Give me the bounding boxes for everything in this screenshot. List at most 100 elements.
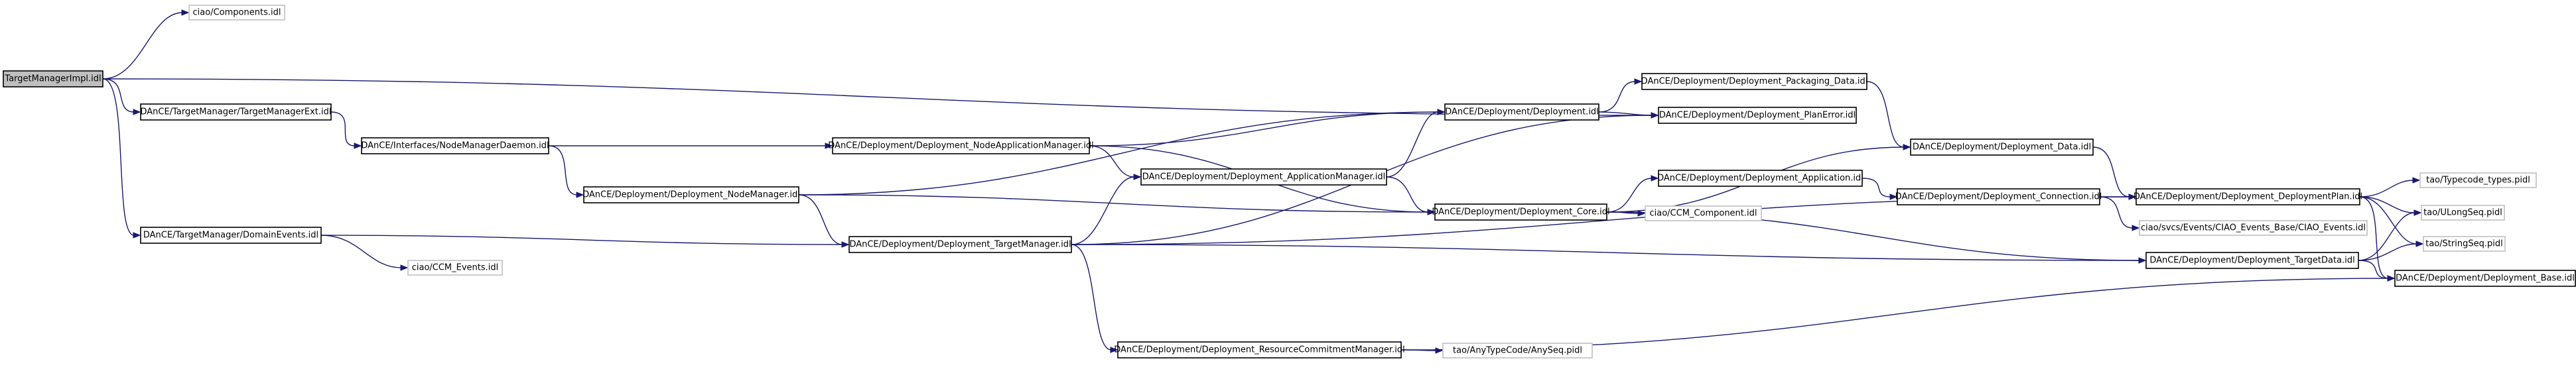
node-box <box>3 70 103 87</box>
edge-line <box>2092 146 2130 197</box>
node-label: DAnCE/Deployment/Deployment_TargetData.i… <box>2149 256 2354 266</box>
edge-arrowhead <box>1427 209 1436 215</box>
node-node_application_manager[interactable]: DAnCE/Deployment/Deployment_NodeApplicat… <box>828 137 1094 154</box>
edge-target_data-to-deployment_base <box>2358 260 2396 282</box>
node-label: tao/ULongSeq.pidl <box>2423 208 2502 218</box>
edge-line <box>1071 244 1112 351</box>
edge-line <box>1598 111 1653 116</box>
edge-line <box>2359 196 2389 279</box>
node-ciao_components[interactable]: ciao/Components.idl <box>188 5 285 21</box>
edge-line <box>2358 243 2417 261</box>
edge-deployment_core-to-deployment_application <box>1606 175 1659 213</box>
node-domain_events[interactable]: DAnCE/TargetManager/DomainEvents.idl <box>140 227 322 244</box>
node-box <box>1434 203 1607 221</box>
node-target_manager_impl[interactable]: TargetManagerImpl.idl <box>3 70 103 87</box>
edge-line <box>2358 212 2415 261</box>
edge-application_manager-to-deployment_core <box>1386 176 1436 215</box>
node-label: DAnCE/Deployment/Deployment_TargetManage… <box>849 240 1071 250</box>
node-label: DAnCE/Deployment/Deployment.idl <box>1445 107 1599 117</box>
edge-arrowhead <box>1435 347 1444 354</box>
node-deployment_data[interactable]: DAnCE/Deployment/Deployment_Data.idl <box>1910 139 2094 156</box>
node-label: DAnCE/Deployment/Deployment_PlanError.id… <box>1659 111 1856 121</box>
edge-packaging_data-to-deployment_data <box>1866 81 1911 150</box>
edge-target_data-to-ulong_seq <box>2358 209 2422 261</box>
edge-line <box>2359 196 2415 213</box>
node-ccm_events[interactable]: ciao/CCM_Events.idl <box>407 260 503 276</box>
node-deployment_connection[interactable]: DAnCE/Deployment/Deployment_Connection.i… <box>1895 188 2102 205</box>
edge-line <box>330 111 356 146</box>
node-label: DAnCE/Deployment/Deployment_DeploymentPl… <box>2134 192 2362 202</box>
edge-target_manager-to-resource_commitment_manager <box>1071 244 1119 353</box>
node-deployment_plan[interactable]: DAnCE/Deployment/Deployment_DeploymentPl… <box>2134 188 2362 205</box>
edge-arrowhead <box>181 9 190 16</box>
edge-arrowhead <box>1437 109 1446 115</box>
node-deployment_core[interactable]: DAnCE/Deployment/Deployment_Core.idl <box>1432 203 1610 221</box>
node-ulong_seq[interactable]: tao/ULongSeq.pidl <box>2421 205 2505 221</box>
node-any_seq[interactable]: tao/AnyTypeCode/AnySeq.pidl <box>1442 343 1593 359</box>
edge-deployment-to-packaging_data <box>1598 78 1643 113</box>
node-typecode_types[interactable]: tao/Typecode_types.pidl <box>2419 172 2537 188</box>
node-target_manager[interactable]: DAnCE/Deployment/Deployment_TargetManage… <box>848 236 1072 253</box>
edge-application_manager-to-deployment <box>1386 109 1446 178</box>
node-label: DAnCE/TargetManager/TargetManagerExt.idl <box>141 107 332 117</box>
edge-deployment_plan-to-deployment_base <box>2359 196 2396 282</box>
node-box <box>188 5 285 21</box>
edge-target_manager_impl-to-domain_events <box>102 78 141 239</box>
node-label: DAnCE/Interfaces/NodeManagerDaemon.idl <box>361 141 549 151</box>
edge-line <box>2359 180 2414 197</box>
node-label: tao/AnyTypeCode/AnySeq.pidl <box>1453 346 1582 356</box>
node-ccm_component[interactable]: ciao/CCM_Component.idl <box>1645 205 1762 221</box>
edge-line <box>1862 178 1891 197</box>
edge-line <box>798 111 1439 195</box>
node-box <box>1658 170 1863 187</box>
node-box <box>2421 205 2505 221</box>
edge-line <box>102 78 135 113</box>
node-label: DAnCE/TargetManager/DomainEvents.idl <box>143 231 318 241</box>
node-label: ciao/CCM_Component.idl <box>1649 209 1757 219</box>
node-deployment[interactable]: DAnCE/Deployment/Deployment.idl <box>1444 103 1599 121</box>
node-deployment_application[interactable]: DAnCE/Deployment/Deployment_Application.… <box>1657 170 1864 187</box>
edge-target_manager-to-application_manager <box>1071 174 1142 245</box>
node-label: ciao/Components.idl <box>193 8 281 18</box>
node-ciao_events[interactable]: ciao/svcs/Events/CIAO_Events_Base/CIAO_E… <box>2139 220 2368 236</box>
node-label: DAnCE/Deployment/Deployment_Connection.i… <box>1895 192 2102 202</box>
node-box <box>848 236 1072 253</box>
edge-line <box>1606 178 1653 213</box>
node-box <box>1442 343 1593 359</box>
edge-domain_events-to-ccm_events <box>320 235 409 271</box>
edge-arrowhead <box>1889 194 1898 200</box>
edge-node_manager-to-deployment_core <box>798 194 1436 215</box>
edge-deployment_connection-to-deployment_plan <box>2100 194 2137 200</box>
edge-line <box>320 235 402 268</box>
node-resource_commitment_manager[interactable]: DAnCE/Deployment/Deployment_ResourceComm… <box>1114 341 1405 359</box>
edge-target_data-to-string_seq <box>2358 241 2424 261</box>
node-string_seq[interactable]: tao/StringSeq.pidl <box>2423 236 2506 252</box>
edge-line <box>320 235 843 245</box>
node-plan_error[interactable]: DAnCE/Deployment/Deployment_PlanError.id… <box>1658 107 1857 124</box>
node-label: DAnCE/Deployment/Deployment_NodeManager.… <box>582 190 800 200</box>
node-application_manager[interactable]: DAnCE/Deployment/Deployment_ApplicationM… <box>1140 168 1387 186</box>
edge-arrowhead <box>400 264 409 271</box>
node-box <box>140 103 332 121</box>
node-packaging_data[interactable]: DAnCE/Deployment/Deployment_Packaging_Da… <box>1641 73 1868 90</box>
node-target_data[interactable]: DAnCE/Deployment/Deployment_TargetData.i… <box>2145 252 2359 269</box>
node-label: ciao/svcs/Events/CIAO_Events_Base/CIAO_E… <box>2141 223 2366 233</box>
node-label: DAnCE/Deployment/Deployment_Data.idl <box>1913 142 2091 152</box>
edge-line <box>2099 196 2134 229</box>
edge-arrowhead <box>2413 209 2422 216</box>
edge-resource_commitment_manager-to-deployment_base <box>1400 275 2396 351</box>
edge-line <box>1089 111 1439 146</box>
node-node_manager[interactable]: DAnCE/Deployment/Deployment_NodeManager.… <box>582 186 800 203</box>
node-node_manager_daemon[interactable]: DAnCE/Interfaces/NodeManagerDaemon.idl <box>361 137 549 154</box>
edge-target_manager-to-target_data <box>1071 244 2147 264</box>
node-target_manager_ext[interactable]: DAnCE/TargetManager/TargetManagerExt.idl <box>140 103 332 121</box>
node-label: DAnCE/Deployment/Deployment_NodeApplicat… <box>828 141 1093 151</box>
node-box <box>2419 172 2537 188</box>
node-box <box>361 137 549 154</box>
node-deployment_base[interactable]: DAnCE/Deployment/Deployment_Base.idl <box>2394 270 2576 287</box>
edge-line <box>102 78 135 236</box>
edge-deployment_connection-to-ciao_events <box>2099 196 2140 231</box>
edge-line <box>102 78 1653 116</box>
edge-target_manager_impl-to-ciao_components <box>102 9 190 80</box>
